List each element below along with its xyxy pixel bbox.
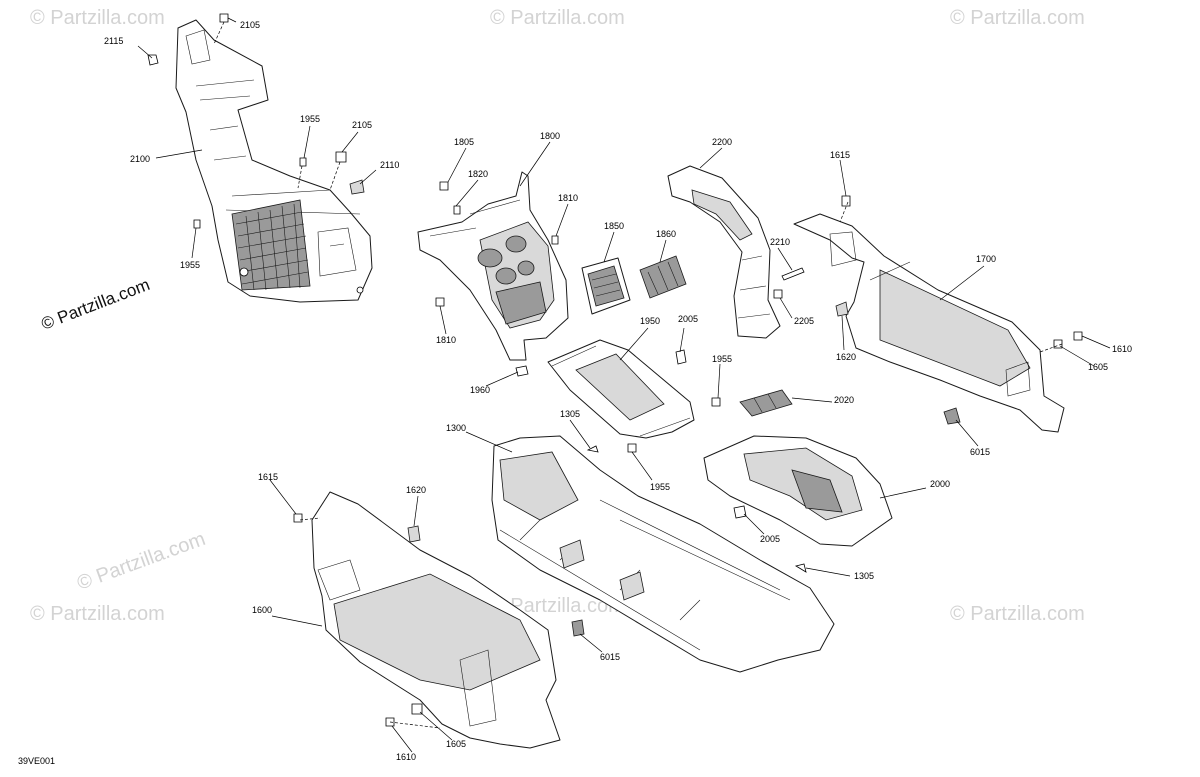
- callout-1615: 1615: [830, 150, 850, 160]
- callout-1600: 1600: [252, 605, 272, 615]
- callout-1810: 1810: [558, 193, 578, 203]
- brand-watermark: © Partzilla.com: [39, 275, 153, 334]
- part-1860-insert: [639, 255, 687, 299]
- callout-2000: 2000: [930, 479, 950, 489]
- callout-2005: 2005: [678, 314, 698, 324]
- callout-1305: 1305: [560, 409, 580, 419]
- watermark: © Partzilla.com: [74, 528, 208, 595]
- callout-1820: 1820: [468, 169, 488, 179]
- callout-1955: 1955: [712, 354, 732, 364]
- callout-1960: 1960: [470, 385, 490, 395]
- callout-2110: 2110: [380, 160, 399, 170]
- callout-1850: 1850: [604, 221, 624, 231]
- callout-1605: 1605: [446, 739, 466, 749]
- callout-1305: 1305: [854, 571, 874, 581]
- watermark: © Partzilla.com: [490, 7, 625, 29]
- callout-1955: 1955: [650, 482, 670, 492]
- diagram-code: 39VE001: [18, 756, 55, 766]
- callout-1605: 1605: [1088, 362, 1108, 372]
- part-2020-switch-panel: [739, 389, 793, 417]
- callout-2210: 2210: [770, 237, 790, 247]
- callout-2100: 2100: [130, 154, 150, 164]
- part-1850-insert: [581, 257, 631, 315]
- callout-2105: 2105: [352, 120, 372, 130]
- part-1700-right-bin: [793, 213, 1065, 433]
- callout-1610: 1610: [1112, 344, 1132, 354]
- callout-1805: 1805: [454, 137, 474, 147]
- callout-2105: 2105: [240, 20, 260, 30]
- part-2100-grille: [231, 199, 311, 291]
- callout-1620: 1620: [836, 352, 856, 362]
- part-1300-floor-console: [491, 435, 835, 673]
- callout-2005: 2005: [760, 534, 780, 544]
- part-1800-console-front: [417, 171, 569, 361]
- part-1600-left-bin: [311, 491, 561, 749]
- watermark: © Partzilla.com: [950, 7, 1085, 29]
- callout-1950: 1950: [640, 316, 660, 326]
- callout-1615: 1615: [258, 472, 278, 482]
- callout-labels: 2105 2115 1955 2105 2110 2100 1955 1805 …: [104, 20, 1132, 762]
- hardware-1950: [515, 349, 721, 453]
- callout-2200: 2200: [712, 137, 732, 147]
- callout-2115: 2115: [104, 36, 123, 46]
- callout-1860: 1860: [656, 229, 676, 239]
- hardware-2200: [773, 267, 805, 299]
- callout-2205: 2205: [794, 316, 814, 326]
- callout-2020: 2020: [834, 395, 854, 405]
- part-1950-tray: [547, 339, 695, 439]
- callout-1610: 1610: [396, 752, 416, 762]
- callout-1955: 1955: [180, 260, 200, 270]
- callout-1800: 1800: [540, 131, 560, 141]
- hardware-1800: [435, 181, 559, 307]
- callout-1620: 1620: [406, 485, 426, 495]
- callout-1300: 1300: [446, 423, 466, 433]
- watermark: © Partzilla.com: [950, 603, 1085, 625]
- watermark: © Partzilla.com: [30, 7, 165, 29]
- callout-1700: 1700: [976, 254, 996, 264]
- watermark: © Partzilla.com: [490, 595, 625, 617]
- callout-1955: 1955: [300, 114, 320, 124]
- callout-1810: 1810: [436, 335, 456, 345]
- callout-6015: 6015: [600, 652, 620, 662]
- part-2200-handle: [667, 165, 781, 339]
- leader-lines: [137, 17, 1111, 753]
- part-2100-frame: [175, 19, 373, 303]
- callout-6015: 6015: [970, 447, 990, 457]
- watermark: © Partzilla.com: [30, 603, 165, 625]
- part-2000-console-rear: [703, 435, 893, 547]
- hardware-1600: [293, 513, 585, 727]
